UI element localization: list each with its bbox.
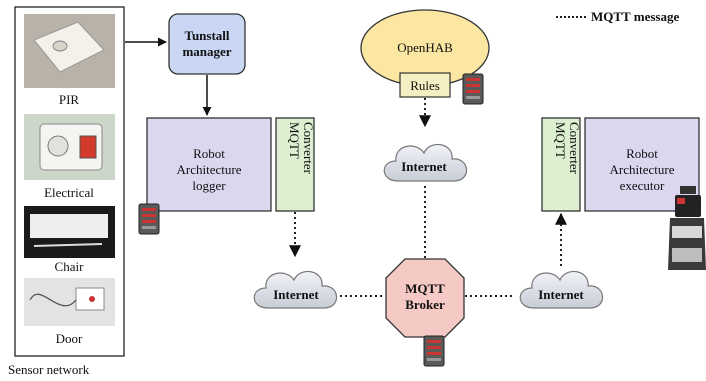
openhab-rules-label: Rules <box>410 78 440 93</box>
openhab-label: OpenHAB <box>397 40 453 55</box>
mqtt-converter-right-box: MQTT Converter <box>541 117 582 212</box>
converter-left-line1: MQTT <box>287 122 302 159</box>
openhab-node: OpenHAB Rules <box>360 9 490 98</box>
sensor-label-pir: PIR <box>59 92 80 107</box>
legend-label: MQTT message <box>591 9 679 24</box>
sensor-label-chair: Chair <box>55 259 85 274</box>
robot-architecture-logger-box: Robot Architecture logger <box>146 117 272 212</box>
robot-architecture-executor-box: Robot Architecture executor <box>584 117 700 212</box>
broker-line1: MQTT <box>405 281 445 296</box>
internet-cloud-left: Internet <box>253 270 338 309</box>
internet-right-label: Internet <box>538 287 584 302</box>
pir-sensor-image <box>24 14 115 88</box>
broker-line2: Broker <box>405 297 445 312</box>
door-sensor-image <box>24 278 115 326</box>
executor-line3: executor <box>620 178 665 193</box>
electrical-sensor-image <box>24 114 115 180</box>
legend: MQTT message <box>556 9 679 24</box>
tunstall-line1: Tunstall <box>184 28 229 43</box>
internet-left-label: Internet <box>273 287 319 302</box>
sensor-label-door: Door <box>56 331 83 346</box>
openhab-rules-box <box>399 72 451 98</box>
mqtt-converter-left-box: MQTT Converter <box>275 117 316 212</box>
executor-line2: Architecture <box>610 162 675 177</box>
mqtt-broker-node: MQTT Broker <box>385 258 465 338</box>
logger-line2: Architecture <box>177 162 242 177</box>
converter-right-line1: MQTT <box>553 122 568 159</box>
broker-server-icon <box>423 335 445 367</box>
tunstall-manager-box: Tunstall manager <box>168 13 246 75</box>
internet-cloud-right: Internet <box>519 270 604 309</box>
logger-line1: Robot <box>193 146 225 161</box>
converter-left-line2: Converter <box>301 122 316 175</box>
executor-line1: Robot <box>626 146 658 161</box>
sensor-network-panel: PIR Electrical Chair Door <box>14 6 125 357</box>
internet-top-label: Internet <box>401 159 447 174</box>
sensor-label-electrical: Electrical <box>44 185 94 200</box>
openhab-server-icon <box>462 73 484 105</box>
sensor-network-title: Sensor network <box>8 362 90 377</box>
logger-line3: logger <box>192 178 226 193</box>
tunstall-line2: manager <box>182 44 231 59</box>
robot-image <box>668 186 706 270</box>
internet-cloud-top: Internet <box>383 143 468 182</box>
mqtt-broker-octagon <box>385 258 465 338</box>
logger-server-icon <box>138 203 160 235</box>
converter-right-line2: Converter <box>567 122 582 175</box>
chair-sensor-image <box>24 206 115 258</box>
